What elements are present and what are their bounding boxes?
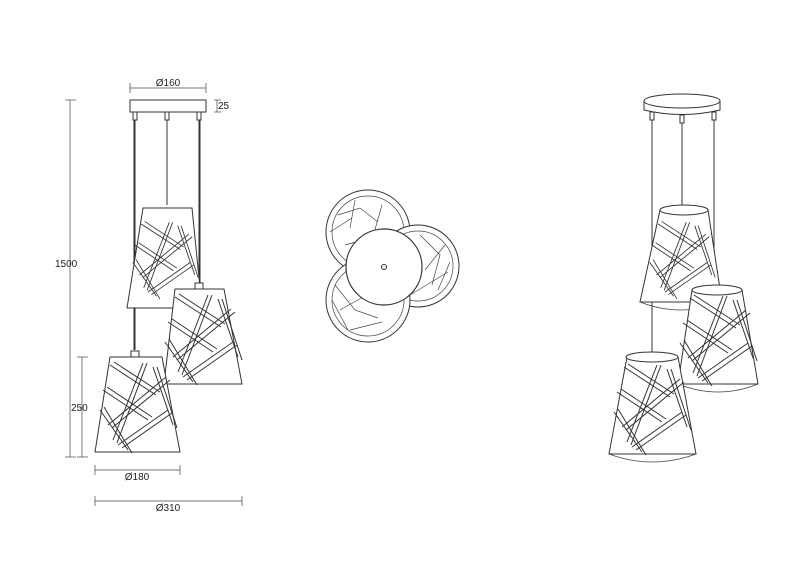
canopy-diameter-label: Ø160 bbox=[156, 78, 181, 89]
total-height-dimension: 1500 bbox=[55, 99, 78, 458]
perspective-right-shade bbox=[677, 284, 759, 393]
perspective-front-shade bbox=[608, 351, 697, 463]
shade-height-label: 250 bbox=[71, 403, 88, 414]
right-shade bbox=[163, 282, 243, 386]
canopy-height-dimension: 25 bbox=[214, 99, 230, 113]
canopy bbox=[129, 99, 207, 113]
shade-diameter-label: Ø180 bbox=[125, 472, 150, 483]
cable-connectors bbox=[132, 111, 202, 121]
top-view bbox=[325, 189, 460, 343]
canopy-diameter-dimension: Ø160 bbox=[129, 78, 207, 93]
front-shade bbox=[94, 350, 181, 454]
canopy-height-label: 25 bbox=[218, 101, 230, 112]
perspective-view bbox=[608, 93, 759, 463]
overall-diameter-label: Ø310 bbox=[156, 503, 181, 514]
perspective-canopy bbox=[643, 93, 721, 124]
overall-diameter-dimension: Ø310 bbox=[94, 496, 243, 514]
total-height-label: 1500 bbox=[55, 259, 78, 270]
shade-height-dimension: 250 bbox=[71, 356, 88, 458]
top-view-center-mount bbox=[381, 264, 387, 270]
suspension-cables bbox=[133, 120, 201, 350]
shade-diameter-dimension: Ø180 bbox=[94, 465, 181, 483]
front-view: Ø160 25 bbox=[55, 78, 243, 514]
